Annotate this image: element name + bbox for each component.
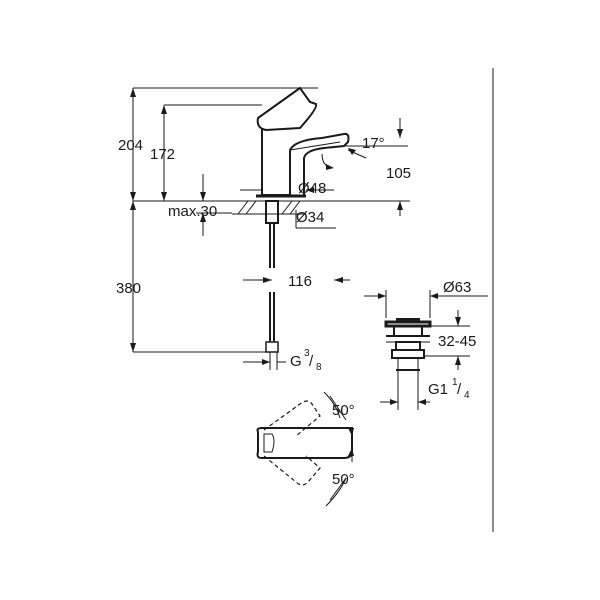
label-17deg: 17°	[362, 135, 385, 152]
dimension-max-deck: max.30	[168, 174, 217, 236]
faucet-side-view	[133, 86, 410, 370]
dimension-base-diameter: Ø48	[298, 180, 334, 197]
label-g-sub: 8	[316, 362, 322, 373]
dimension-spout-angle: 17°	[321, 135, 392, 170]
label-g1-sup: 1	[452, 377, 458, 388]
dimension-offset: 116	[243, 273, 350, 290]
label-204: 204	[118, 137, 143, 154]
dimension-hose-length: 380	[116, 201, 141, 352]
label-g-slash: /	[309, 353, 314, 370]
label-172: 172	[150, 146, 175, 163]
dimension-hole-diameter: Ø34	[296, 209, 336, 229]
dimension-connection: G 3 / 8	[243, 348, 322, 373]
label-g1-slash: /	[457, 381, 462, 398]
label-max30: max.30	[168, 203, 217, 220]
label-g-sup: 3	[304, 348, 310, 359]
label-lever-angle-bottom: 50°	[332, 471, 355, 488]
dimension-reach-height: 105	[386, 118, 411, 216]
label-g: G	[290, 353, 302, 370]
label-380: 380	[116, 280, 141, 297]
label-g1-sub: 4	[464, 390, 470, 401]
label-32-45: 32-45	[438, 333, 476, 350]
label-105: 105	[386, 165, 411, 182]
lever-top-view: 50° 50°	[256, 391, 355, 507]
label-d34: Ø34	[296, 209, 324, 226]
waste-fitting: Ø63 32-45 G1 1 / 4	[364, 279, 488, 410]
label-g1: G1	[428, 381, 448, 398]
dimension-height-spout: 172	[150, 105, 175, 201]
label-d48: Ø48	[298, 180, 326, 197]
label-116: 116	[288, 273, 312, 290]
dimension-height-total: 204	[118, 88, 143, 201]
label-lever-angle-top: 50°	[332, 402, 355, 419]
label-d63: Ø63	[443, 279, 471, 296]
